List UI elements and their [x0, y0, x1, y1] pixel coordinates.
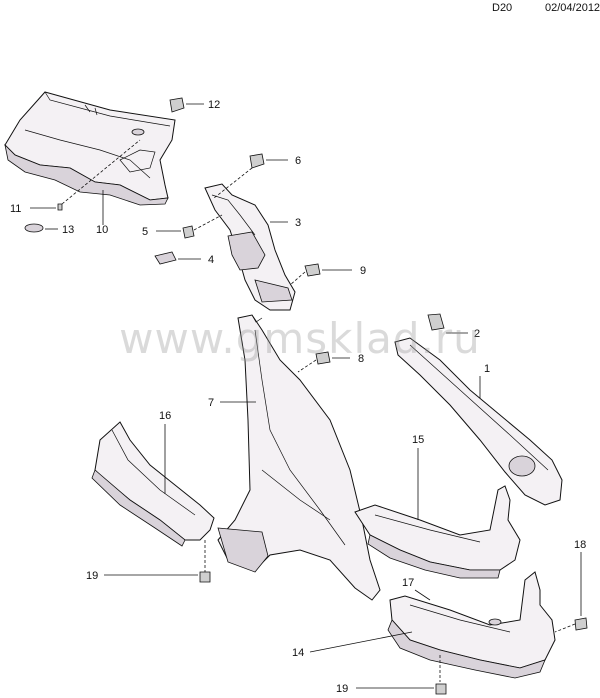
part-19-clip-left [104, 571, 211, 583]
part-7-b-pillar-lower-trim [217, 314, 381, 601]
diagram-code: D20 [492, 2, 513, 14]
callout-5: 5 [142, 226, 148, 238]
watermark: www.gmsklad.ru [119, 314, 481, 363]
callout-16: 16 [159, 410, 171, 422]
part-3-b-pillar-upper-trim [204, 183, 296, 311]
callout-19-right: 19 [336, 683, 348, 695]
callout-13: 13 [62, 224, 74, 236]
callout-12: 12 [208, 99, 220, 111]
callout-11: 11 [10, 203, 21, 215]
part-12-clip [169, 97, 204, 113]
callout-19-left: 19 [86, 570, 98, 582]
part-16-front-sill-plate [91, 421, 215, 572]
callout-4: 4 [208, 254, 214, 266]
callout-8: 8 [358, 353, 364, 365]
callout-15: 15 [412, 434, 424, 446]
callout-18: 18 [574, 539, 586, 551]
callout-1: 1 [484, 363, 490, 375]
part-19-clip-right [356, 683, 447, 695]
part-15-rear-sill-plate [354, 448, 521, 579]
part-11-screw [30, 139, 141, 211]
part-1-a-pillar-trim [394, 337, 563, 506]
part-14-rear-lower-trim [309, 571, 556, 682]
callout-17: 17 [402, 577, 414, 589]
callout-3: 3 [295, 217, 301, 229]
callout-7: 7 [208, 397, 214, 409]
part-2-clip [427, 313, 468, 334]
part-8-clip [297, 351, 350, 373]
part-10-rear-quarter-trim [4, 91, 176, 206]
part-6-clip [213, 153, 288, 199]
callout-9: 9 [360, 265, 366, 277]
part-4-cap [154, 251, 201, 265]
part-5-clip [156, 214, 223, 239]
diagram-date: 02/04/2012 [545, 2, 600, 14]
leader-17 [414, 589, 431, 601]
part-18-clip [554, 552, 588, 633]
callout-14: 14 [292, 647, 304, 659]
callout-2: 2 [474, 328, 480, 340]
callout-6: 6 [295, 155, 301, 167]
part-9-clip [289, 263, 352, 286]
part-13-cap [24, 223, 58, 233]
callout-10: 10 [96, 224, 108, 236]
